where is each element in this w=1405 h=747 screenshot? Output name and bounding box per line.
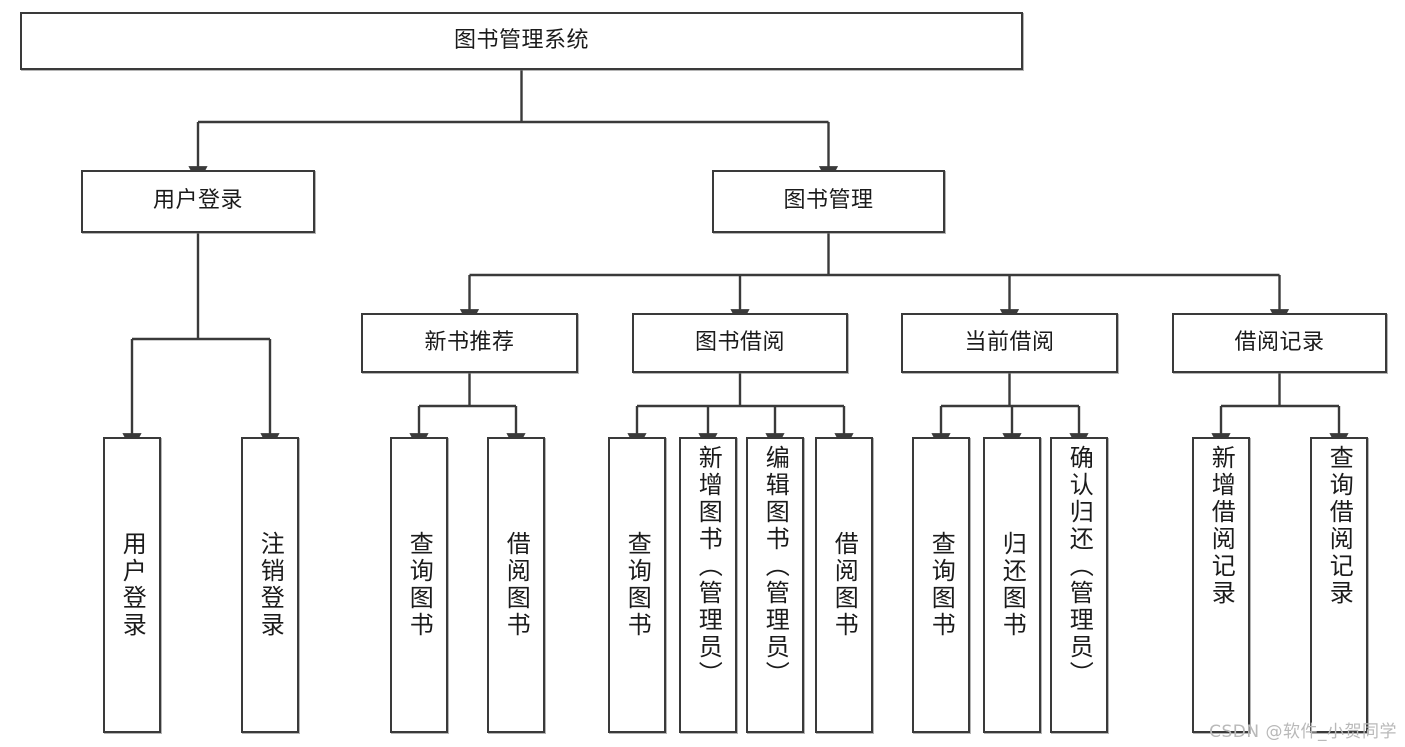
node-l10[interactable]: 归还图书 bbox=[983, 437, 1041, 733]
node-label: 归还图书 bbox=[998, 531, 1027, 639]
node-records[interactable]: 借阅记录 bbox=[1172, 313, 1387, 373]
node-label: 借阅图书 bbox=[502, 531, 531, 639]
node-borrow[interactable]: 图书借阅 bbox=[632, 313, 848, 373]
node-l6[interactable]: 新增图书（管理员） bbox=[679, 437, 737, 733]
node-l11[interactable]: 确认归还（管理员） bbox=[1050, 437, 1108, 733]
node-label: 新书推荐 bbox=[424, 329, 515, 355]
node-newrec[interactable]: 新书推荐 bbox=[361, 313, 578, 373]
node-label: 查询借阅记录 bbox=[1325, 445, 1354, 607]
node-l4[interactable]: 借阅图书 bbox=[487, 437, 545, 733]
node-l8[interactable]: 借阅图书 bbox=[815, 437, 873, 733]
node-label: 借阅图书 bbox=[830, 531, 859, 639]
node-label: 查询图书 bbox=[623, 531, 652, 639]
node-label: 图书借阅 bbox=[694, 329, 785, 355]
node-label: 用户登录 bbox=[118, 531, 147, 639]
node-l3[interactable]: 查询图书 bbox=[390, 437, 448, 733]
node-label: 查询图书 bbox=[927, 531, 956, 639]
node-label: 确认归还（管理员） bbox=[1065, 445, 1094, 688]
node-label: 图书管理 bbox=[783, 188, 874, 214]
node-label: 图书管理系统 bbox=[453, 27, 589, 53]
node-label: 新增图书（管理员） bbox=[694, 445, 723, 688]
node-label: 用户登录 bbox=[152, 188, 243, 214]
node-l7[interactable]: 编辑图书（管理员） bbox=[746, 437, 804, 733]
node-label: 新增借阅记录 bbox=[1207, 445, 1236, 607]
node-l13[interactable]: 查询借阅记录 bbox=[1310, 437, 1368, 733]
node-l1[interactable]: 用户登录 bbox=[103, 437, 161, 733]
node-label: 编辑图书（管理员） bbox=[761, 445, 790, 688]
node-l12[interactable]: 新增借阅记录 bbox=[1192, 437, 1250, 733]
node-label: 借阅记录 bbox=[1234, 329, 1325, 355]
node-login[interactable]: 用户登录 bbox=[81, 170, 315, 233]
node-root[interactable]: 图书管理系统 bbox=[20, 12, 1023, 70]
node-l5[interactable]: 查询图书 bbox=[608, 437, 666, 733]
node-label: 当前借阅 bbox=[964, 329, 1055, 355]
node-label: 查询图书 bbox=[405, 531, 434, 639]
node-l9[interactable]: 查询图书 bbox=[912, 437, 970, 733]
node-bookmgr[interactable]: 图书管理 bbox=[712, 170, 945, 233]
node-l2[interactable]: 注销登录 bbox=[241, 437, 299, 733]
node-label: 注销登录 bbox=[256, 531, 285, 639]
node-current[interactable]: 当前借阅 bbox=[901, 313, 1118, 373]
